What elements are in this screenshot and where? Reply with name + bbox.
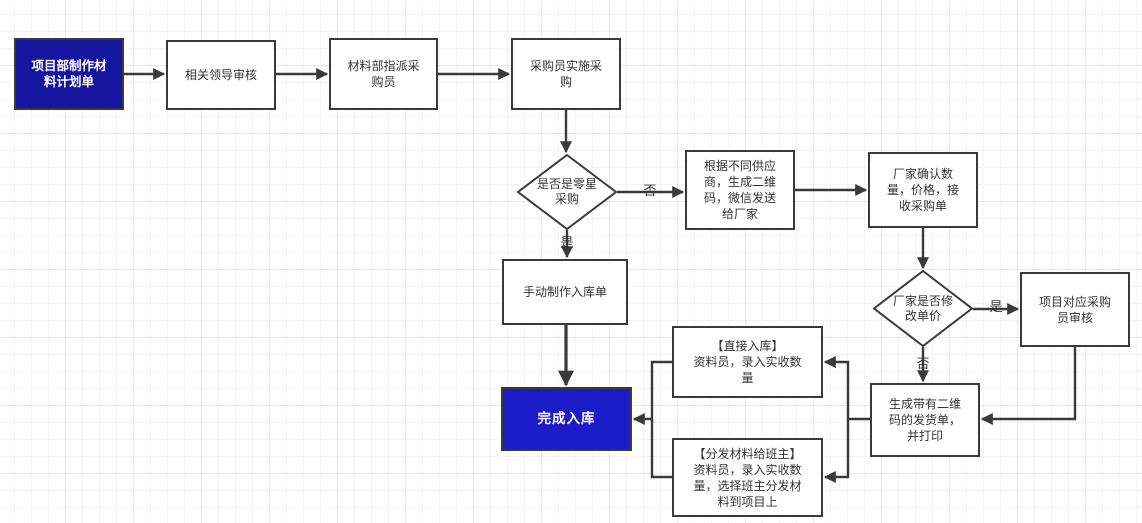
decision-sporadic-purchase-label: 是否是零星采购 <box>536 177 597 206</box>
node-shipping-order-print-label: 生成带有二维码的发货单，并打印 <box>888 397 961 443</box>
connector-direct-entry-to-complete <box>632 360 672 425</box>
node-direct-warehouse-entry: 【直接入库】 资料员，录入实收数量 <box>672 326 823 398</box>
connector-audit-to-shipping-order <box>980 347 1077 425</box>
node-project-material-plan: 项目部制作材料计划单 <box>14 38 124 110</box>
decision-vendor-modify-price: 厂家是否修改单价 <box>873 270 973 347</box>
node-distribute-to-foreman-label: 【分发材料给班主】 资料员，录入实收数量，选择班主分发材料到项目上 <box>693 446 802 509</box>
node-manual-warehouse-order-label: 手动制作入库单 <box>522 285 607 299</box>
node-distribute-to-foreman: 【分发材料给班主】 资料员，录入实收数量，选择班主分发材料到项目上 <box>672 438 823 517</box>
edge-label-sporadic-no: 否 <box>643 183 657 198</box>
edge-label-modify-no: 否 <box>916 356 930 371</box>
node-leader-review: 相关领导审核 <box>166 40 276 110</box>
node-manual-warehouse-order: 手动制作入库单 <box>502 259 628 325</box>
connector-shipping-to-distribute <box>823 419 850 483</box>
node-project-purchaser-audit: 项目对应采购员审核 <box>1020 272 1130 347</box>
connector-distribute-to-complete <box>650 419 672 479</box>
node-project-material-plan-label: 项目部制作材料计划单 <box>31 59 107 89</box>
decision-sporadic-purchase: 是否是零星采购 <box>517 154 617 230</box>
node-vendor-confirm-label: 厂家确认数量，价格，接收采购单 <box>886 167 959 213</box>
edge-label-modify-yes: 是 <box>989 299 1003 314</box>
node-generate-qrcode-wechat: 根据不同供应商，生成二维码，微信发送给厂家 <box>685 150 795 230</box>
node-assign-purchaser: 材料部指派采购员 <box>329 38 438 110</box>
node-direct-warehouse-entry-label: 【直接入库】 资料员，录入实收数量 <box>693 339 802 385</box>
edge-label-sporadic-yes: 是 <box>560 235 574 250</box>
node-leader-review-label: 相关领导审核 <box>184 68 257 82</box>
diamond-shape <box>517 154 617 230</box>
diamond-shape <box>873 270 973 347</box>
node-purchaser-execute-label: 采购员实施采购 <box>529 59 602 89</box>
node-shipping-order-print: 生成带有二维码的发货单，并打印 <box>870 383 980 457</box>
node-vendor-confirm: 厂家确认数量，价格，接收采购单 <box>868 152 978 228</box>
connector-shipping-to-direct-entry <box>823 356 870 421</box>
decision-vendor-modify-price-label: 厂家是否修改单价 <box>892 293 953 323</box>
node-warehouse-complete-label: 完成入库 <box>537 411 596 426</box>
node-purchaser-execute: 采购员实施采购 <box>511 38 621 110</box>
node-generate-qrcode-wechat-label: 根据不同供应商，生成二维码，微信发送给厂家 <box>703 159 776 221</box>
node-warehouse-complete: 完成入库 <box>501 387 632 451</box>
node-project-purchaser-audit-label: 项目对应采购员审核 <box>1038 294 1111 325</box>
node-assign-purchaser-label: 材料部指派采购员 <box>347 59 420 89</box>
